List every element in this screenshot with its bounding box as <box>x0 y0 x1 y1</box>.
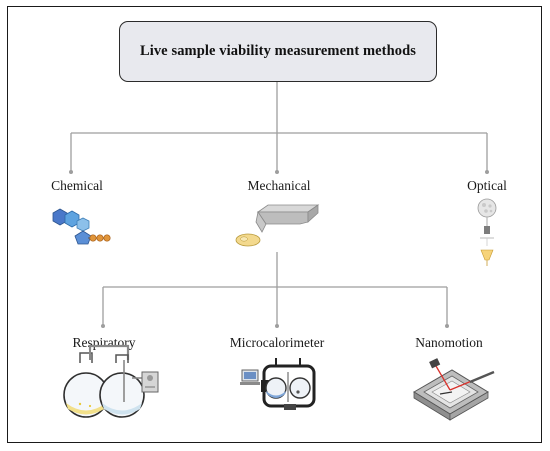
root-node: Live sample viability measurement method… <box>119 21 437 82</box>
root-node-label: Live sample viability measurement method… <box>139 43 417 59</box>
node-microcalorimeter-label: Microcalorimeter <box>229 335 325 350</box>
node-chemical-label: Chemical <box>51 178 103 193</box>
node-nanomotion-label: Nanomotion <box>415 335 483 350</box>
node-mechanical-label: Mechanical <box>247 178 311 193</box>
diagram-frame <box>7 6 542 443</box>
node-optical-label: Optical <box>467 178 507 193</box>
